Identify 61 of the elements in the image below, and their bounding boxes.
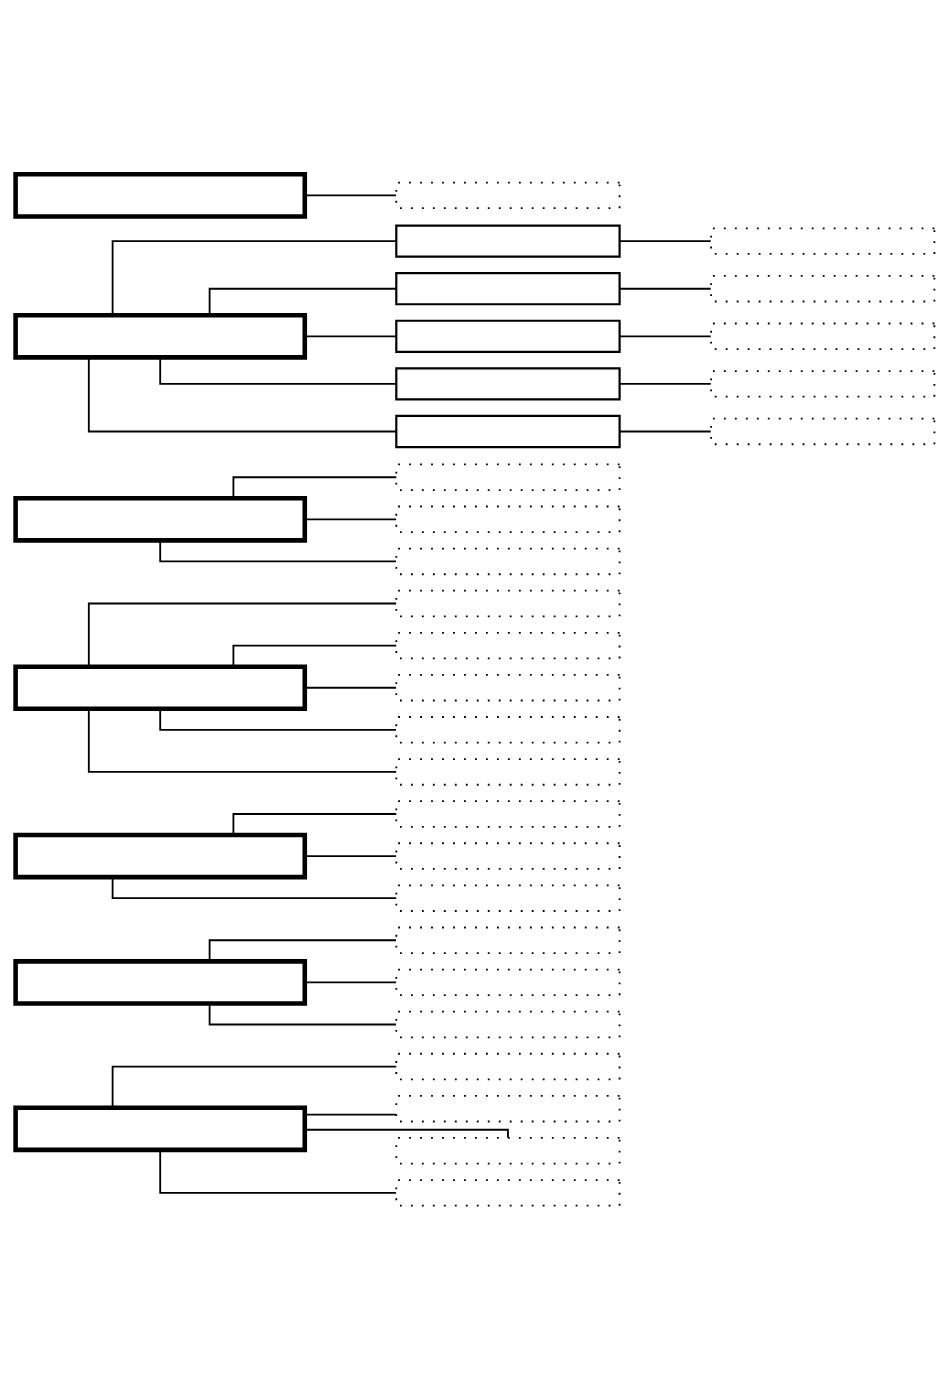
node-box	[710, 369, 936, 398]
node-box	[395, 631, 621, 659]
node-box	[395, 926, 621, 954]
node-box	[395, 673, 621, 701]
connector	[618, 287, 712, 290]
connector	[111, 876, 398, 899]
node-box	[395, 715, 621, 744]
node-box	[395, 968, 621, 996]
node-box	[395, 319, 621, 353]
node-box	[395, 414, 621, 448]
node-box	[13, 495, 308, 543]
node-box	[395, 547, 621, 575]
node-box	[395, 1052, 621, 1080]
node-box	[13, 958, 308, 1006]
connector	[208, 938, 397, 962]
connector	[304, 193, 397, 196]
connector	[111, 1065, 398, 1109]
connector	[159, 1149, 397, 1194]
connector	[208, 287, 397, 316]
node-box	[395, 1010, 621, 1038]
node-box	[395, 223, 621, 258]
connector	[304, 854, 397, 857]
node-box	[395, 883, 621, 912]
connector	[618, 382, 712, 385]
connector	[208, 1002, 397, 1025]
node-box	[710, 226, 936, 255]
connector	[304, 334, 397, 337]
node-box	[710, 417, 936, 445]
connector	[304, 686, 397, 689]
connector	[159, 356, 397, 385]
connector	[304, 517, 397, 520]
connector	[232, 475, 398, 499]
connector	[618, 430, 712, 432]
node-box	[395, 181, 621, 209]
connector	[304, 1113, 397, 1116]
node-box	[710, 274, 936, 302]
node-box	[395, 366, 621, 401]
node-box	[13, 171, 308, 219]
node-box	[395, 589, 621, 617]
node-box	[395, 271, 621, 305]
node-box	[395, 757, 621, 786]
node-box	[13, 663, 308, 711]
node-box	[395, 841, 621, 870]
connector	[111, 239, 398, 316]
connector	[304, 1128, 509, 1139]
node-box	[13, 1104, 308, 1152]
connector	[87, 602, 398, 667]
node-box	[13, 832, 308, 879]
node-box	[710, 322, 936, 350]
connector	[618, 334, 712, 337]
node-box	[395, 799, 621, 828]
connector	[159, 539, 397, 562]
node-box	[395, 1094, 621, 1122]
node-box	[395, 463, 621, 491]
connector	[304, 980, 397, 983]
node-box	[395, 505, 621, 533]
node-box	[395, 1178, 621, 1207]
connector	[618, 239, 712, 242]
node-box	[13, 312, 308, 360]
connector	[87, 356, 398, 432]
node-box	[395, 1136, 621, 1164]
